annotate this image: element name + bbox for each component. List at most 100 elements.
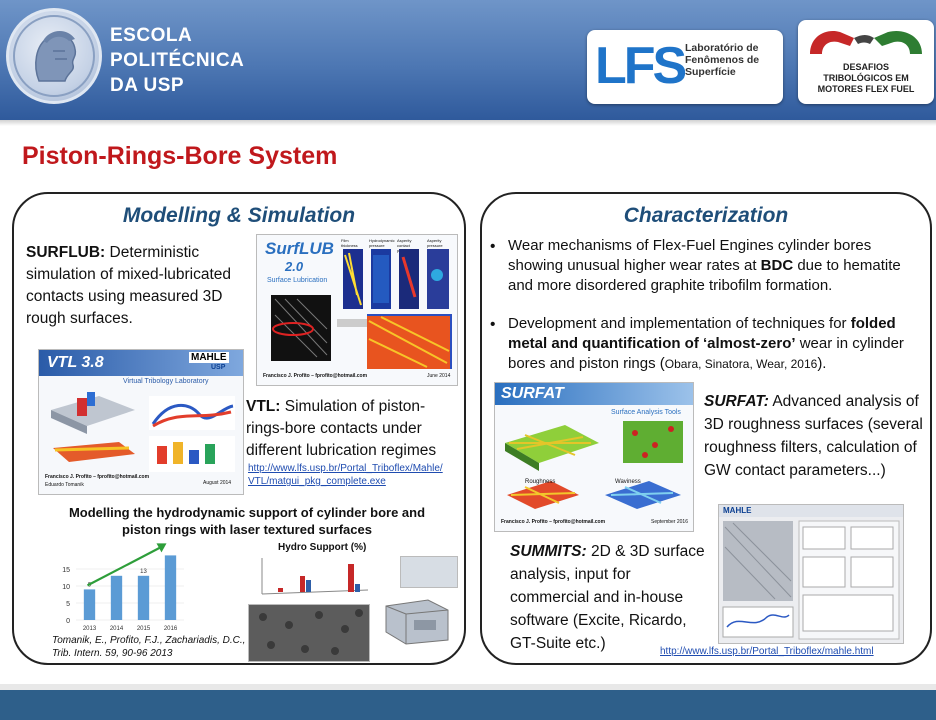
surfat-image-footer: Francisco J. Profito – fprofito@hotmail.… [501,519,606,525]
surflub-col-label-2: Hydrodynamic pressure [369,238,395,248]
surflub-col-label-4: Asperity pressure [427,238,443,248]
page-title: Piston-Rings-Bore System [22,142,338,170]
hydro-support-chart: Hydro Support (%) [248,540,388,600]
summits-screenshot: MAHLE [718,504,904,644]
surfat-image-date: September 2016 [651,519,688,525]
summits-text: 2D & 3D surface analysis, input for comm… [510,543,705,652]
lfs-logo-text: Laboratório de Fenômenos de Superfície [685,42,781,78]
poli-usp-logo [6,8,102,104]
surflub-text: Deterministic simulation of mixed-lubric… [26,244,232,327]
vtl-image-title: VTL 3.8 [47,354,104,371]
textured-surface-dots [259,609,363,655]
bar-chart-bar [110,575,123,620]
bullet-2-marker: • [490,316,496,333]
surfat-graphic [505,421,683,509]
surfat-title-bar [495,383,693,405]
bar-chart-ytick: 15 [62,567,70,574]
fuel-nozzle-icon [810,30,922,54]
footer-bar [0,690,936,720]
surflub-image-subtitle: Surface Lubrication [267,277,328,284]
piston-ring-photo [400,556,458,588]
surfat-label-waviness: Waviness [615,479,641,485]
bullet-2-start: Development and implementation of techni… [508,315,851,332]
bullet-1-end: due to hematite and more disordered grap… [508,257,901,294]
desafios-line-2: TRIBOLÓGICOS EM [823,73,909,83]
modelling-simulation-panel: Modelling & Simulation SURFLUB: Determin… [12,192,466,665]
surfat-image-subtitle: Surface Analysis Tools [611,409,681,416]
vtl-download-link[interactable]: http://www.lfs.usp.br/Portal_Triboflex/M… [248,463,443,487]
characterization-panel: Characterization • Wear mechanisms of Fl… [480,192,932,665]
surflub-image-version: 2.0 [285,259,304,274]
vtl-image-footer-1: Francisco J. Profito – fprofito@hotmail.… [45,474,150,480]
tomanik-reference: Tomanik, E., Profito, F.J., Zachariadis,… [52,635,246,659]
bullet-1-bold: BDC [760,257,794,274]
surfat-label: SURFAT: [704,393,769,410]
vtl-label: VTL: [246,398,281,415]
lfs-logo: LFS Laboratório de Fenômenos de Superfíc… [587,30,783,104]
bullet-almost-zero-wear: Development and implementation of techni… [508,314,926,374]
summits-toolbar [719,505,903,517]
mahle-logo-sub: USP [211,364,226,371]
school-name-line-1: ESCOLA [110,25,193,46]
summits-graphic [722,520,900,640]
bar-chart-xtick: 2013 [83,626,97,632]
textured-surface-photo [248,604,370,662]
bar-chart-xtick: 2014 [110,626,124,632]
hydro-support-graphic [261,558,369,595]
bullet-2-mid: wear in cylinder bores and piston rings … [508,335,904,372]
summits-mahle-logo: MAHLE [723,506,752,515]
hydro-support-title: Hydro Support (%) [278,542,367,553]
laser-texture-bar-chart: 0510152013920142015132016 [62,543,184,632]
bullet-1-text: Wear mechanisms of Flex-Fuel Engines cyl… [508,237,872,274]
modelling-heading: Modelling the hydrodynamic support of cy… [68,505,426,537]
bullet-wear-mechanisms: Wear mechanisms of Flex-Fuel Engines cyl… [508,236,926,296]
bullet-2-ref: Obara, Sinatora, Wear, 2016 [664,357,818,371]
mahle-logo-text: MAHLE [189,352,229,363]
modelling-simulation-heading: Modelling & Simulation [122,204,356,227]
bar-chart-bar [137,575,150,620]
bar-chart-ytick: 0 [66,618,70,625]
desafios-logo-text: DESAFIOS TRIBOLÓGICOS EM MOTORES FLEX FU… [798,62,934,95]
bar-chart-trend-arrow [86,546,162,587]
bar-chart-xtick: 2015 [137,626,151,632]
vtl-image-footer-2: Eduardo Tomanik [45,482,84,488]
desafios-logo: DESAFIOS TRIBOLÓGICOS EM MOTORES FLEX FU… [798,20,934,104]
surflub-image-title: SurfLUB [265,239,334,258]
lfs-logo-text-line-1: Laboratório de [685,42,759,54]
summits-description: SUMMITS: 2D & 3D surface analysis, input… [510,540,714,655]
bullet-2-end: ). [817,355,827,372]
surfat-screenshot: SURFAT Surface Analysis Tools Roughness … [494,382,694,532]
vtl-description: VTL: Simulation of piston-rings-bore con… [246,396,458,462]
bar-chart-ytick: 5 [66,601,70,608]
summits-label: SUMMITS: [510,543,587,560]
surfat-description: SURFAT: Advanced analysis of 3D roughnes… [704,390,928,482]
bar-chart-data-label: 13 [140,569,147,575]
surflub-label: SURFLUB: [26,244,106,261]
footer-divider [0,684,936,690]
surflub-graphic [271,249,452,369]
bar-chart-xtick: 2016 [164,626,178,632]
bullet-2-bold: folded metal and quantification of ‘almo… [508,315,896,352]
vtl-image-subtitle: Virtual Tribology Laboratory [123,378,209,385]
desafios-line-1: DESAFIOS [842,62,889,72]
bar-chart-ytick: 10 [62,584,70,591]
characterization-heading: Characterization [623,204,789,227]
lfs-logo-text-line-3: Superfície [685,66,736,78]
ring-section-drawing [385,599,449,645]
surflub-description: SURFLUB: Deterministic simulation of mix… [26,242,248,330]
vtl-image-date: August 2014 [203,480,232,486]
lfs-logo-text-line-2: Fenômenos de [685,54,760,66]
surflub-image-footer: Francisco J. Profito – fprofito@hotmail.… [263,373,368,379]
vtl-graphic [51,392,235,472]
header-shadow [0,120,936,126]
vtl-text: Simulation of piston-rings-bore contacts… [246,398,437,459]
summits-download-link[interactable]: http://www.lfs.usp.br/Portal_Triboflex/m… [660,646,874,657]
header-banner: ESCOLA POLITÉCNICA DA USP LFS Laboratóri… [0,0,936,120]
surflub-image-date: June 2014 [427,373,451,379]
bar-chart-bar [164,555,177,620]
surflub-screenshot: SurfLUB 2.0 Surface Lubrication Film thi… [256,234,458,386]
vtl-screenshot: VTL 3.8 MAHLE USP Virtual Tribology Labo… [38,349,244,495]
desafios-line-3: MOTORES FLEX FUEL [817,84,915,94]
surflub-col-label-1: Film thickness [341,238,358,248]
surfat-text: Advanced analysis of 3D roughness surfac… [704,393,923,479]
